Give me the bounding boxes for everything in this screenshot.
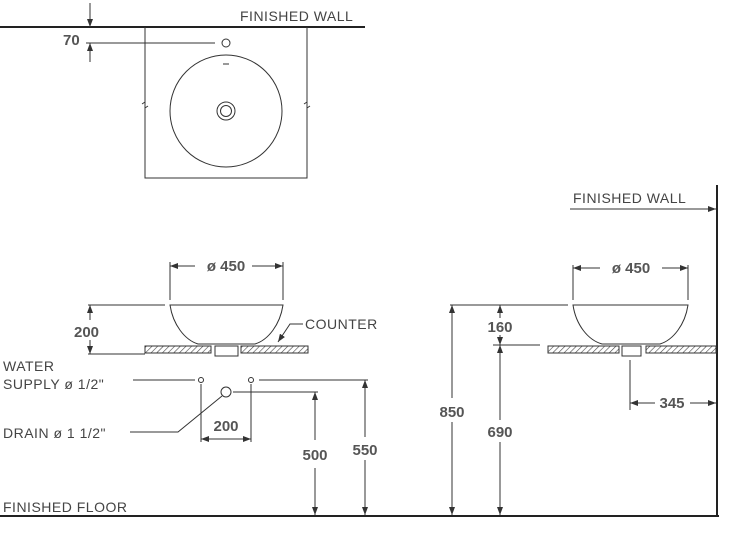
basin-outline — [169, 54, 283, 168]
drain-point — [220, 386, 232, 398]
front-view: ø 450 200 COUNTER WATER SUPPLY ø 1/2" DR… — [3, 258, 378, 515]
dim-850: 850 — [439, 404, 464, 421]
side-counter-left — [547, 345, 620, 354]
counter-label: COUNTER — [305, 316, 378, 332]
drain-outer — [216, 101, 236, 121]
dim-690: 690 — [487, 424, 512, 441]
dim-500: 500 — [302, 447, 327, 464]
side-finished-wall-label: FINISHED WALL — [573, 190, 686, 206]
plan-view: FINISHED WALL 70 — [0, 3, 365, 179]
supply-point-right — [248, 377, 254, 383]
side-drain-outlet — [621, 345, 642, 357]
drain-label: DRAIN ø 1 1/2" — [3, 425, 106, 441]
finished-wall-label: FINISHED WALL — [240, 8, 353, 24]
side-dim-diameter-450: ø 450 — [612, 260, 650, 277]
side-basin-profile — [572, 304, 689, 345]
drain-inner — [220, 105, 232, 117]
water-supply-label-1: WATER — [3, 358, 55, 374]
dim-diameter-450: ø 450 — [207, 258, 245, 275]
side-view: FINISHED WALL ø 450 160 850 690 345 — [439, 185, 718, 516]
supply-point-left — [198, 377, 204, 383]
dim-160: 160 — [487, 319, 512, 336]
dim-345: 345 — [659, 395, 684, 412]
dim-200-height: 200 — [74, 324, 99, 341]
dim-200-spacing: 200 — [213, 418, 238, 435]
drain-outlet — [214, 345, 239, 357]
tap-hole — [221, 38, 231, 48]
dim-70: 70 — [63, 32, 80, 49]
water-supply-label-2: SUPPLY ø 1/2" — [3, 376, 104, 392]
counter-right — [240, 345, 309, 354]
dim-550: 550 — [352, 442, 377, 459]
basin-side-profile — [169, 304, 284, 345]
finished-floor-label: FINISHED FLOOR — [3, 499, 127, 515]
counter-left — [144, 345, 212, 354]
side-counter-right — [645, 345, 717, 354]
